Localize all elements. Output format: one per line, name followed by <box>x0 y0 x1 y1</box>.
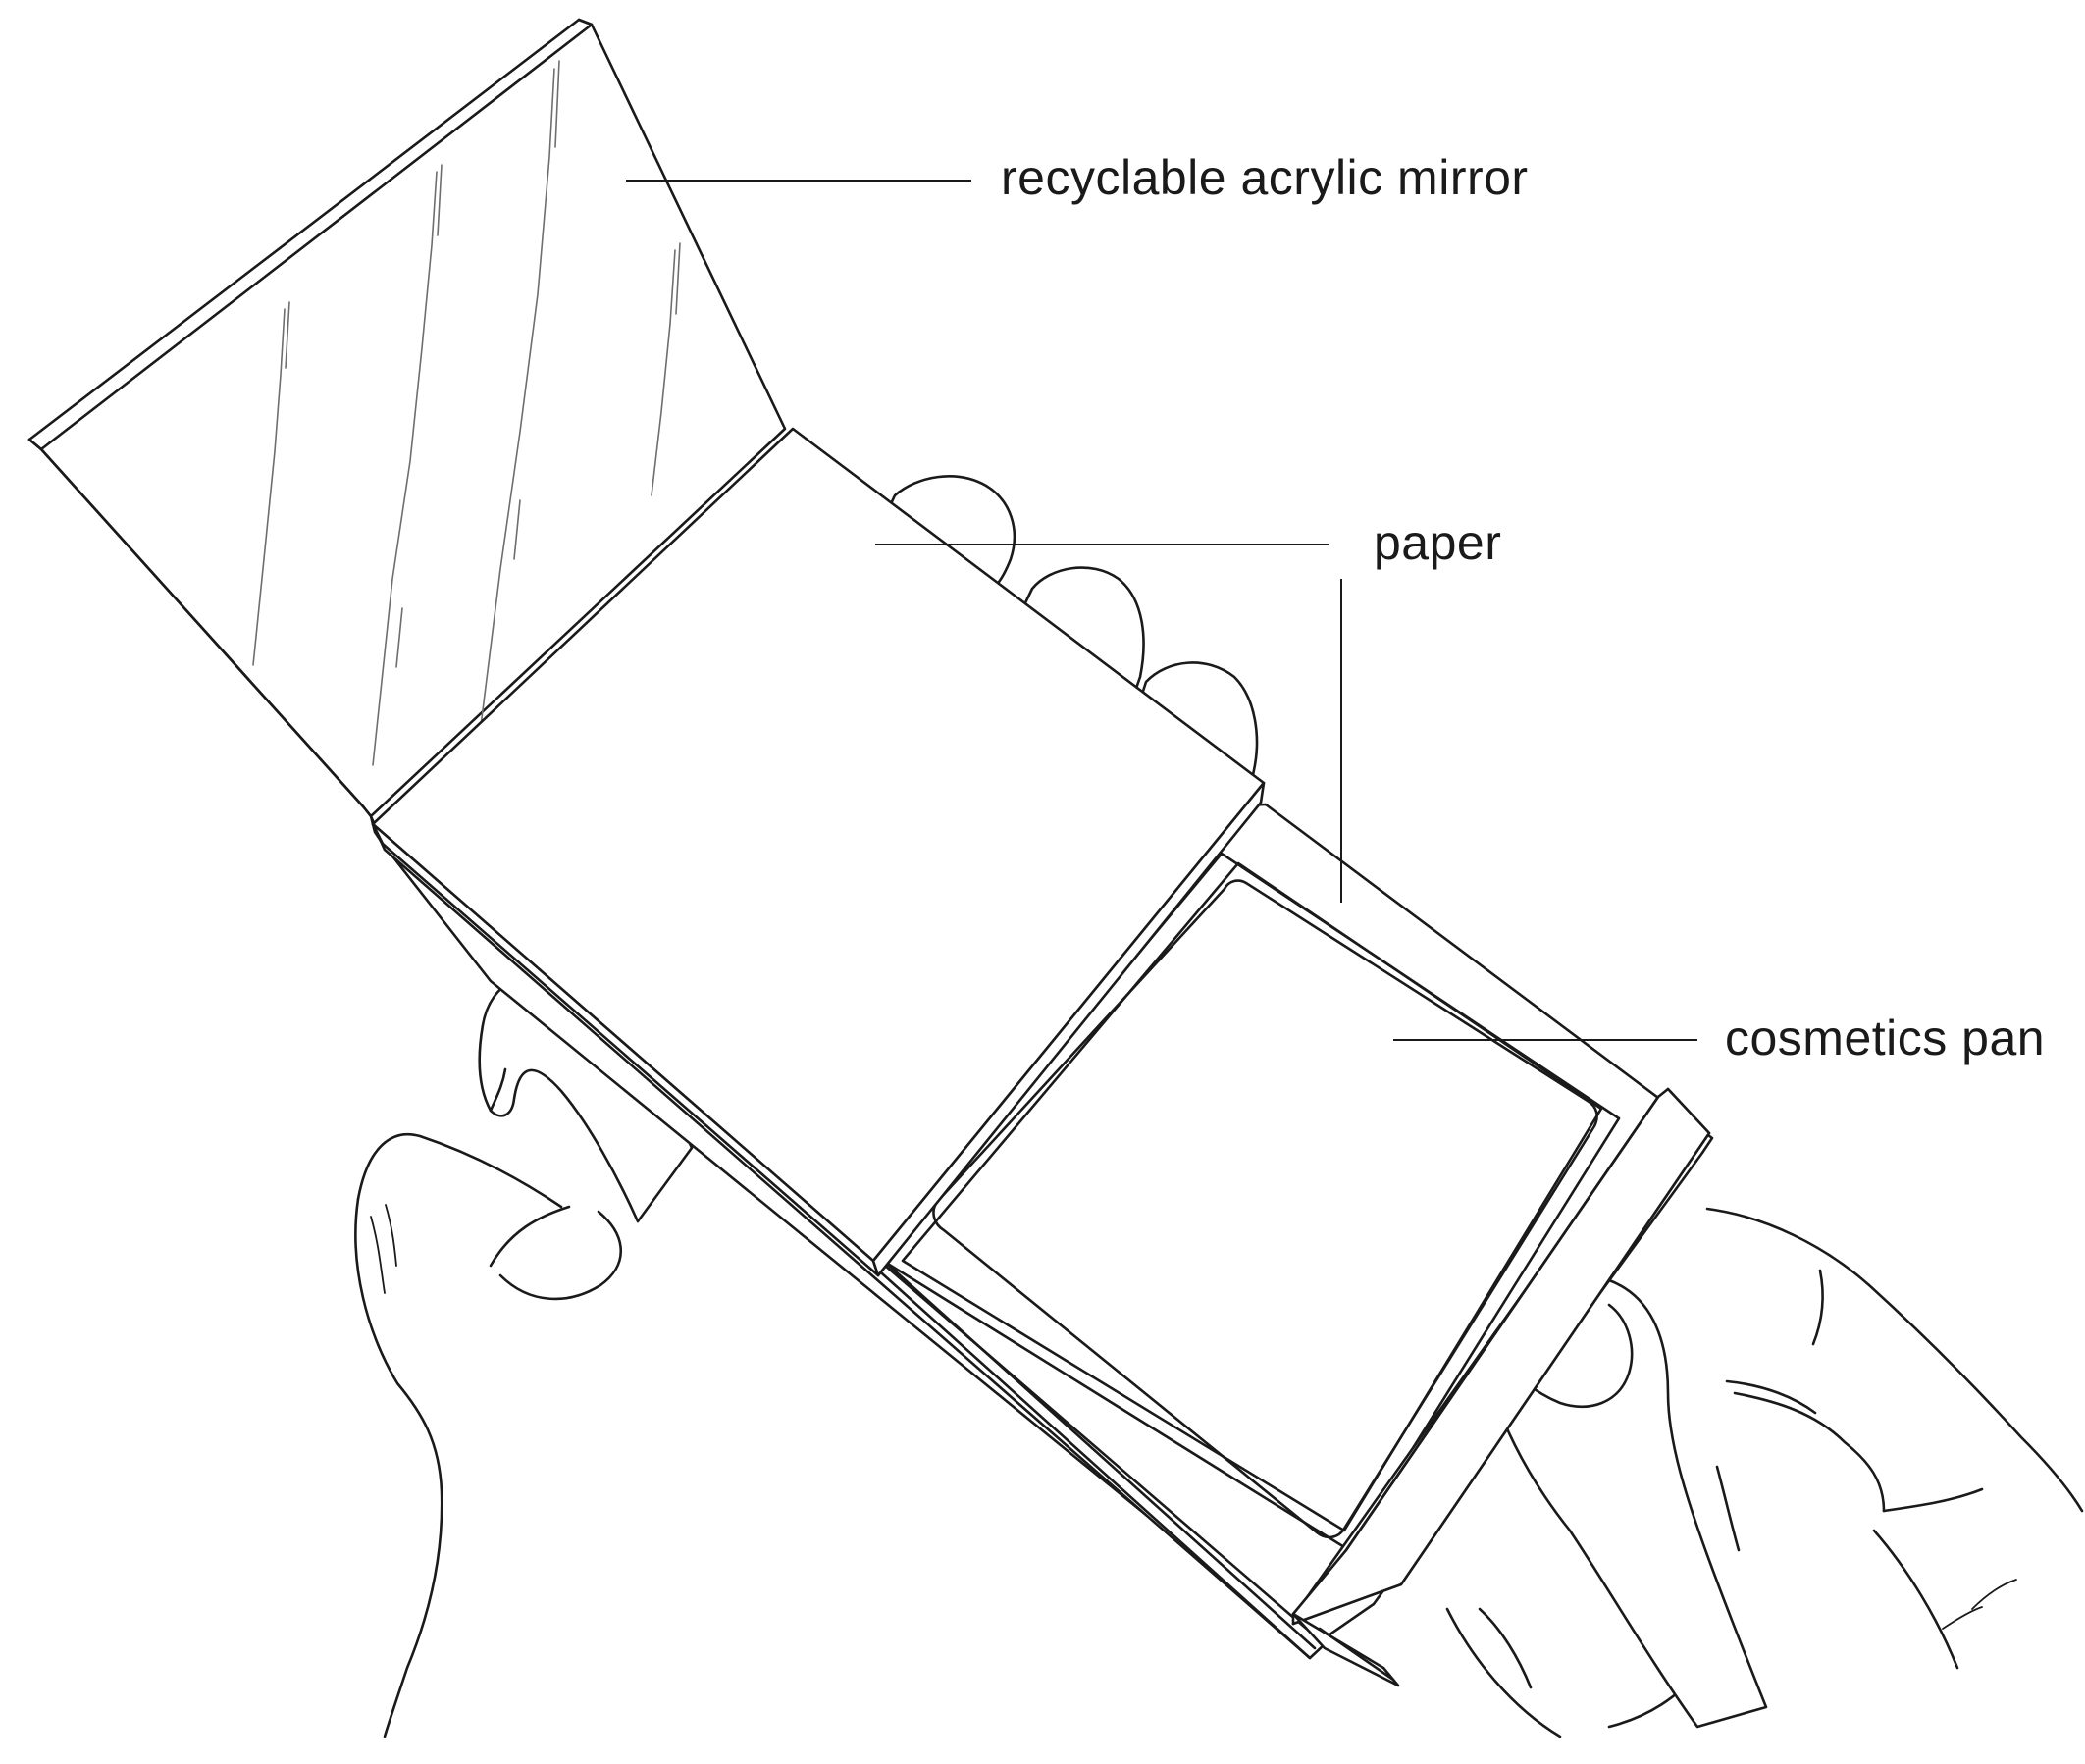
paper-panel <box>371 427 1266 1277</box>
callout-leaders <box>626 180 1697 1041</box>
mirror-glare-lines <box>252 60 681 766</box>
pan-label: cosmetics pan <box>1725 1011 2046 1065</box>
lower-left-hand <box>354 1132 622 1738</box>
paper-label: paper <box>1374 515 1502 570</box>
end-clasp <box>1291 1087 1711 1687</box>
right-hand <box>1445 1207 2084 1738</box>
mirror-label: recyclable acrylic mirror <box>1001 150 1529 205</box>
